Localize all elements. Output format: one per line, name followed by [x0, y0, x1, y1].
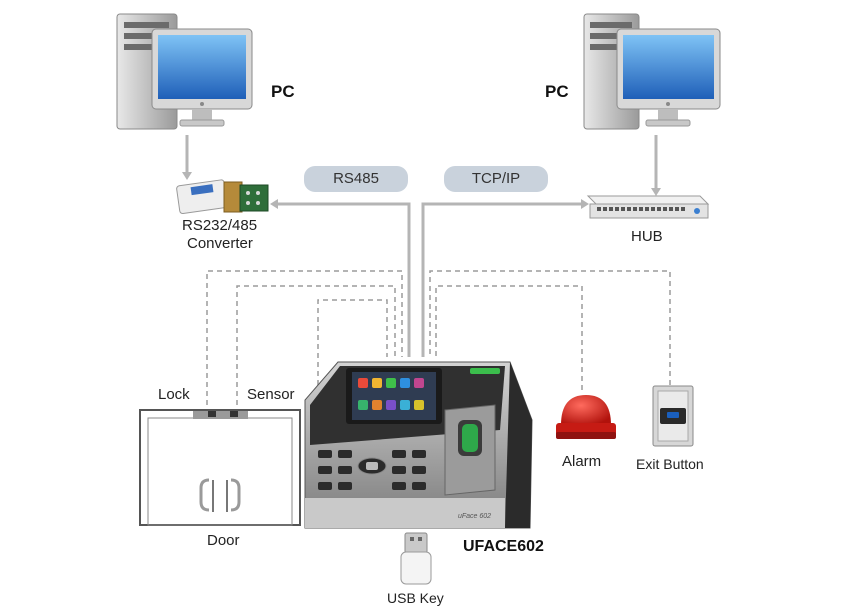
terminal-icon — [304, 361, 533, 529]
pc-right-label: PC — [545, 82, 569, 101]
lock-label: Lock — [158, 386, 190, 403]
pc-icon — [583, 13, 721, 130]
arrow-to-hub — [651, 188, 661, 196]
door-icon — [139, 409, 301, 526]
pc-left-label: PC — [271, 82, 295, 101]
solid-wires — [185, 135, 658, 357]
arrow-to-converter — [182, 172, 192, 180]
alarm-label: Alarm — [562, 453, 602, 470]
device-model-text: uFace 602 — [458, 513, 491, 520]
rs485-wire — [274, 202, 411, 357]
rs485-label: RS485 — [304, 166, 408, 192]
usb-key-icon — [400, 532, 432, 585]
door-label: Door — [207, 532, 240, 549]
converter-label-line1: RS232/485 — [182, 217, 258, 234]
tcpip-label: TCP/IP — [444, 166, 548, 192]
hub-label: HUB — [631, 228, 663, 245]
converter-icon — [176, 179, 269, 215]
converter-label-line2: Converter — [187, 235, 253, 252]
arrow-to-hub-tcpip — [581, 199, 589, 209]
exit-button-icon — [652, 385, 694, 447]
lock-wire — [206, 270, 403, 405]
arrow-to-converter-rs485 — [270, 199, 278, 209]
screen-app-icons — [358, 378, 424, 410]
tcpip-wire — [421, 202, 585, 357]
pc-icon — [116, 13, 253, 130]
device-label: UFACE602 — [463, 538, 544, 555]
sensor-label: Sensor — [247, 386, 295, 403]
alarm-icon — [556, 395, 616, 439]
exit-button-label: Exit Button — [636, 456, 704, 472]
sensor-wire — [236, 285, 396, 405]
keypad — [318, 450, 426, 490]
exit-button-wire — [429, 270, 671, 385]
usb-key-label: USB Key — [387, 590, 444, 606]
hub-icon — [586, 195, 710, 219]
